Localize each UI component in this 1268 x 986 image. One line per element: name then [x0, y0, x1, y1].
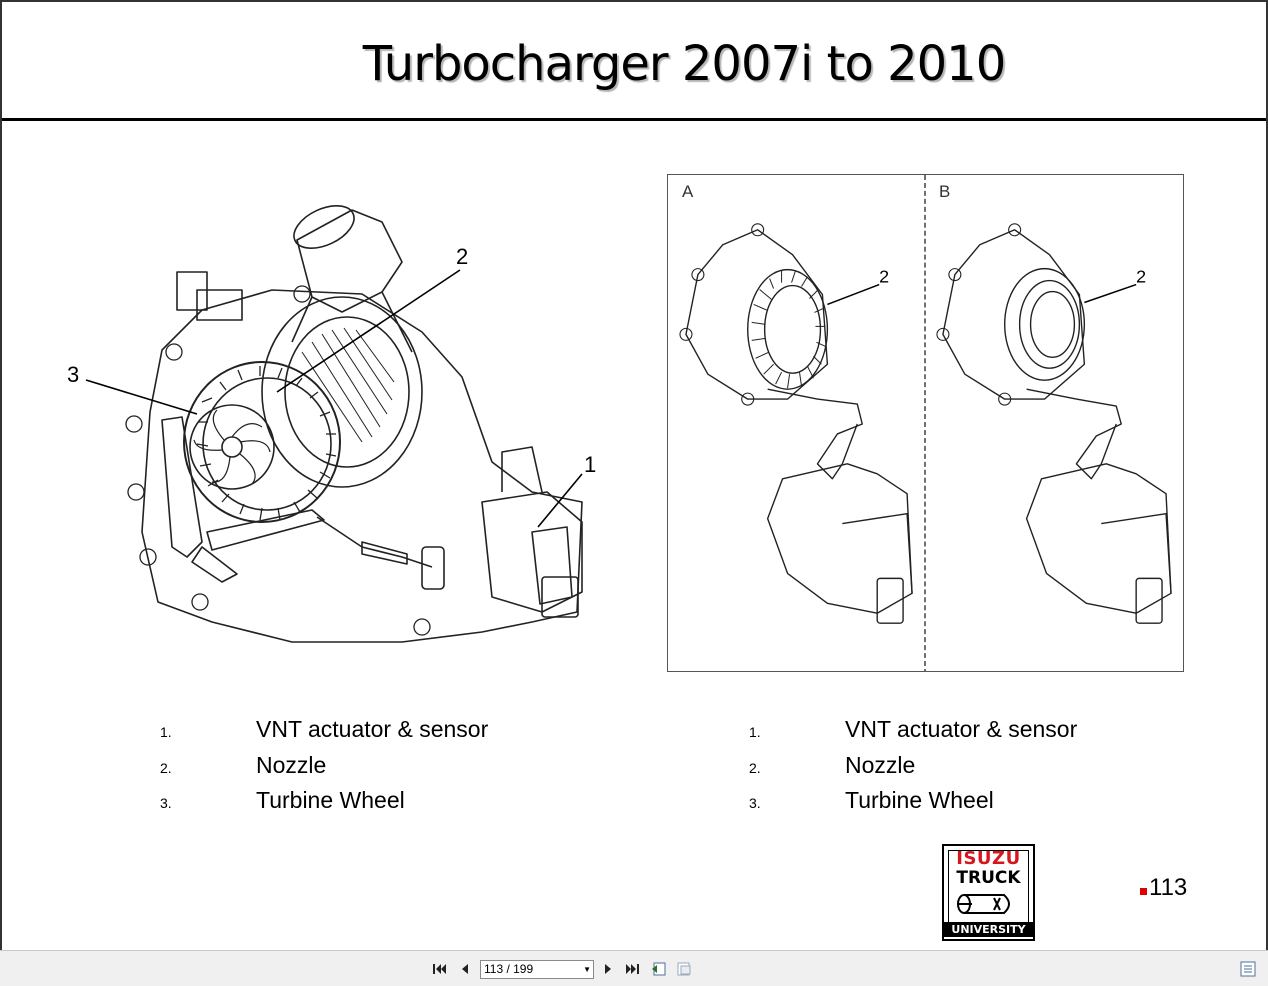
- legend-label: Turbine Wheel: [256, 787, 405, 813]
- prev-page-icon: [462, 964, 468, 974]
- next-view-icon: [677, 962, 691, 976]
- turbocharger-illustration: 1 2 3: [67, 205, 596, 643]
- legend-item: 2. Nozzle: [749, 752, 1169, 788]
- legend-label: Turbine Wheel: [845, 787, 994, 813]
- callout-3: 3: [67, 362, 79, 387]
- viewer-toolbar: 113 / 199 ▼: [0, 950, 1268, 986]
- legend-item: 3. Turbine Wheel: [749, 787, 1169, 823]
- page-number-field[interactable]: 113 / 199 ▼: [480, 960, 594, 979]
- legend-number: 2.: [160, 759, 172, 776]
- next-view-button[interactable]: [676, 961, 692, 977]
- callout-b-2: 2: [1136, 267, 1146, 287]
- last-page-button[interactable]: [624, 961, 640, 977]
- previous-view-icon: [652, 962, 666, 976]
- prev-page-button[interactable]: [457, 961, 473, 977]
- legend-label: Nozzle: [845, 751, 916, 778]
- slide-title: Turbocharger 2007i to 2010: [362, 36, 1006, 92]
- legend-item: 3. Turbine Wheel: [160, 787, 580, 823]
- slide: Turbocharger 2007i to 2010: [0, 0, 1268, 950]
- callout-1: 1: [584, 452, 596, 477]
- logo-brand-text: ISUZU: [956, 848, 1021, 869]
- logo-university-text: UNIVERSITY: [944, 922, 1033, 937]
- legend-number: 3.: [160, 795, 172, 811]
- legend-item: 1. VNT actuator & sensor: [749, 716, 1169, 752]
- page-number-text: 113: [1149, 874, 1188, 901]
- diploma-scroll-icon: [957, 894, 1010, 914]
- callout-a-2: 2: [879, 267, 889, 287]
- next-page-button[interactable]: [600, 961, 616, 977]
- legend-number: 1.: [160, 724, 172, 740]
- callout-2: 2: [456, 244, 468, 269]
- last-page-icon: [626, 964, 639, 974]
- logo-truck-text: TRUCK: [956, 868, 1021, 888]
- slide-page-number: 113: [1140, 874, 1187, 902]
- page-number-value: 113 / 199: [484, 962, 534, 976]
- legend-number: 1.: [749, 724, 761, 740]
- panel-a-label: A: [682, 182, 694, 201]
- previous-view-button[interactable]: [651, 961, 667, 977]
- red-square-bullet-icon: [1140, 887, 1147, 895]
- first-page-icon: [433, 964, 446, 974]
- legend-item: 1. VNT actuator & sensor: [160, 716, 580, 752]
- chevron-down-icon[interactable]: ▼: [583, 965, 591, 974]
- legend-label: Nozzle: [256, 751, 327, 778]
- next-page-icon: [605, 964, 611, 974]
- nozzle-comparison-illustration: A B: [667, 174, 1184, 672]
- legend-label: VNT actuator & sensor: [256, 716, 489, 742]
- isuzu-truck-university-logo: ISUZU TRUCK UNIVERSITY: [942, 844, 1035, 941]
- legend-number: 2.: [749, 759, 761, 776]
- legend-label: VNT actuator & sensor: [845, 716, 1078, 742]
- first-page-button[interactable]: [432, 961, 448, 977]
- panel-b-label: B: [939, 182, 950, 201]
- title-divider: [2, 118, 1266, 121]
- legend-number: 3.: [749, 795, 761, 811]
- panel-toggle-icon: [1240, 961, 1256, 977]
- legend-item: 2. Nozzle: [160, 752, 580, 788]
- legend-right: 1. VNT actuator & sensor 2. Nozzle 3. Tu…: [749, 716, 1169, 823]
- legend-left: 1. VNT actuator & sensor 2. Nozzle 3. Tu…: [160, 716, 580, 823]
- panel-toggle-button[interactable]: [1240, 961, 1256, 977]
